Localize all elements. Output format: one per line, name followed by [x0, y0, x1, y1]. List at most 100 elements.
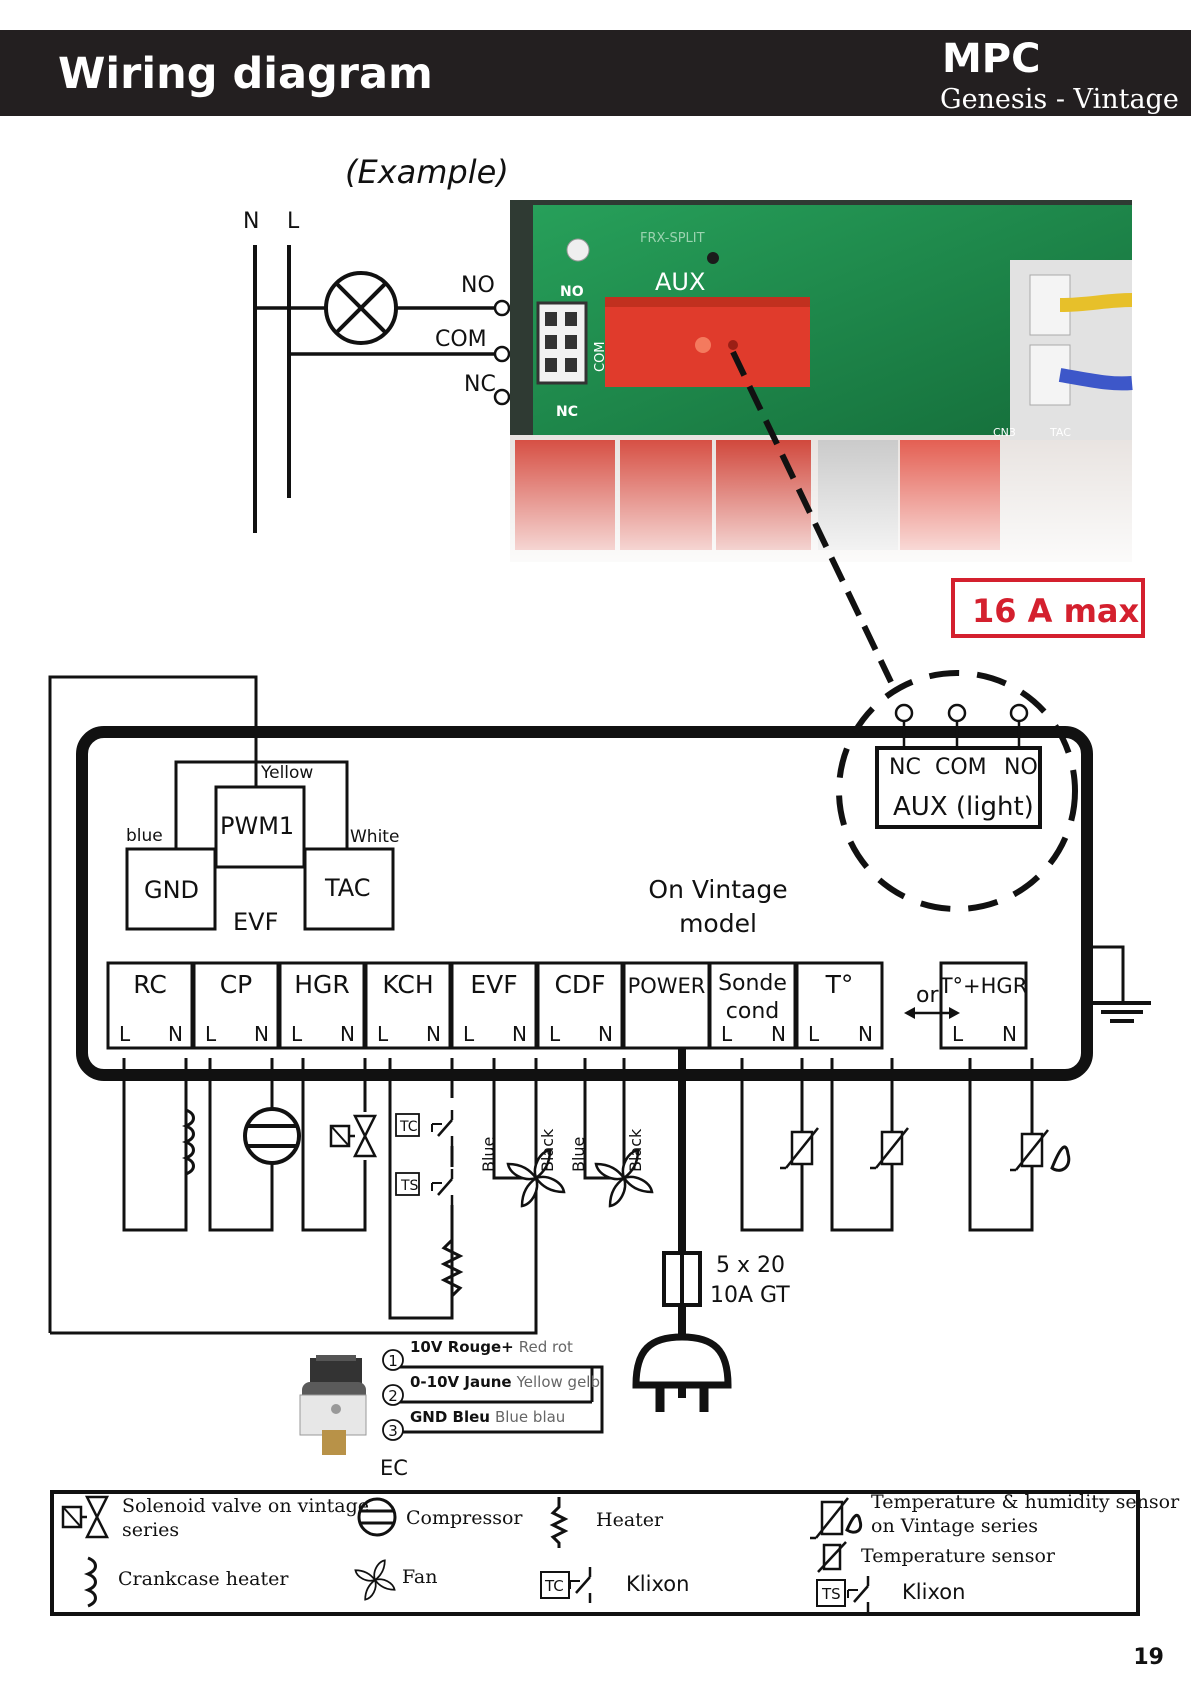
terminal-l-pin: L — [463, 1022, 475, 1046]
t-sensor-icon — [868, 1126, 910, 1170]
ec-pin-label: 10V Rouge+ Red rot — [410, 1338, 573, 1356]
terminal-l-pin: L — [952, 1022, 964, 1046]
max-current-badge — [951, 578, 1145, 638]
cdf-load: Blue Black — [569, 1058, 654, 1208]
terminal-l-pin: L — [119, 1022, 131, 1046]
ec-pin-secondary: Blue blau — [495, 1408, 565, 1426]
terminal-n-pin: N — [254, 1022, 269, 1046]
ec-pin-3: 3 GND Bleu Blue blau — [382, 1408, 565, 1441]
sonde-load — [740, 1058, 820, 1232]
cp-load — [208, 1058, 301, 1232]
gnd-label: GND — [144, 876, 199, 904]
legend-heater-label: Heater — [596, 1509, 664, 1531]
tac-label: TAC — [324, 874, 371, 902]
legend-crankcase-heater-icon — [83, 1556, 97, 1608]
legend-temp-humidity-line2: on Vintage series — [871, 1515, 1038, 1537]
evf-black-wire-label: Black — [538, 1128, 557, 1172]
legend-klixon-ts-label: Klixon — [902, 1580, 965, 1604]
hgr-load — [301, 1058, 380, 1232]
rc-load — [122, 1058, 195, 1232]
relay-nc-label: NC — [464, 372, 496, 397]
terminal-n-pin: N — [771, 1022, 786, 1046]
klixon-tc-icon — [430, 1108, 454, 1148]
terminal-label: T°+HGR — [939, 974, 1028, 998]
ec-pin-number: 2 — [388, 1387, 398, 1405]
legend-solenoid-line2: series — [122, 1519, 179, 1541]
terminal-l-pin: L — [205, 1022, 217, 1046]
vintage-note-line1: On Vintage — [648, 875, 787, 904]
ec-pin-primary: 0-10V Jaune — [410, 1373, 512, 1391]
terminal-n-pin: N — [426, 1022, 441, 1046]
terminal-n-pin: N — [598, 1022, 613, 1046]
ec-pin-primary: 10V Rouge+ — [410, 1338, 514, 1356]
evf-block-label: EVF — [233, 908, 278, 936]
ec-pin-primary: GND Bleu — [410, 1408, 490, 1426]
legend-ts-tag: TS — [821, 1585, 841, 1603]
ec-pin-secondary: Red rot — [519, 1338, 573, 1356]
pwm1-terminal — [214, 785, 306, 869]
pcb-photo: FRX-SPLIT AUX NO NC COM CN3 TAC — [510, 200, 1133, 562]
gnd-terminal — [125, 847, 217, 931]
terminal-label-line2: cond — [726, 999, 779, 1024]
relay-no-label: NO — [461, 273, 495, 298]
terminal-label: T° — [825, 970, 854, 999]
or-label: or — [916, 983, 939, 1008]
terminal-label: CDF — [554, 970, 605, 999]
wire-yellow-label: Yellow — [260, 763, 313, 783]
example-label: (Example) — [345, 153, 509, 191]
fuse-rating-line1: 5 x 20 — [716, 1253, 785, 1278]
terminal-label: EVF — [470, 970, 517, 999]
earth-ground-icon — [1087, 945, 1151, 1023]
legend-klixon-tc-label: Klixon — [626, 1572, 689, 1596]
terminal-t-hgr: T°+HGR L N — [939, 961, 1028, 1050]
header-title: Wiring diagram — [58, 49, 433, 99]
terminal-l-pin: L — [549, 1022, 561, 1046]
cdf-blue-wire-label: Blue — [569, 1137, 588, 1172]
aux-terminal — [875, 746, 1042, 829]
wire-white-label: White — [350, 827, 399, 847]
power-cable: 5 x 20 10A GT — [632, 1048, 790, 1412]
crankcase-heater-icon — [181, 1108, 195, 1176]
ec-pin-label: GND Bleu Blue blau — [410, 1408, 565, 1426]
legend-temp-humidity-line1: Temperature & humidity sensor — [871, 1491, 1180, 1513]
kch-ts-tag: TS — [400, 1178, 419, 1194]
photo-tac-label: TAC — [1049, 426, 1071, 439]
terminal-label: POWER — [628, 974, 706, 998]
ec-sensor-label: EC — [380, 1456, 408, 1480]
terminal-n-pin: N — [168, 1022, 183, 1046]
terminal-label: HGR — [294, 970, 350, 999]
legend-compressor-icon — [357, 1497, 397, 1537]
thgr-load — [968, 1058, 1071, 1232]
terminal-n-pin: N — [340, 1022, 355, 1046]
header-brand: MPC — [942, 36, 1040, 82]
aux-light-label: AUX (light) — [893, 792, 1034, 822]
compressor-icon — [243, 1107, 301, 1165]
t-load — [830, 1058, 910, 1232]
evf-load: Blue Black — [50, 1058, 566, 1335]
terminal-n-pin: N — [1002, 1022, 1017, 1046]
photo-aux-label: AUX — [655, 268, 705, 296]
aux-nc-label: NC — [889, 755, 921, 780]
aux-com-label: COM — [935, 755, 987, 780]
legend-fan-label: Fan — [402, 1566, 437, 1588]
thgr-sensor-icon — [1008, 1128, 1050, 1172]
legend-temp-sensor-label: Temperature sensor — [861, 1545, 1056, 1567]
legend-crankcase-label: Crankcase heater — [118, 1568, 289, 1590]
ec-pin-number: 3 — [388, 1422, 398, 1440]
legend-tc-tag: TC — [544, 1577, 564, 1595]
terminal-n-pin: N — [858, 1022, 873, 1046]
legend-heater-icon — [549, 1497, 569, 1548]
photo-cn-label: CN3 — [993, 426, 1016, 439]
kch-load: TC TS — [388, 1058, 464, 1320]
humidity-drop-icon — [1050, 1145, 1071, 1172]
line-n-label: N — [243, 209, 259, 234]
